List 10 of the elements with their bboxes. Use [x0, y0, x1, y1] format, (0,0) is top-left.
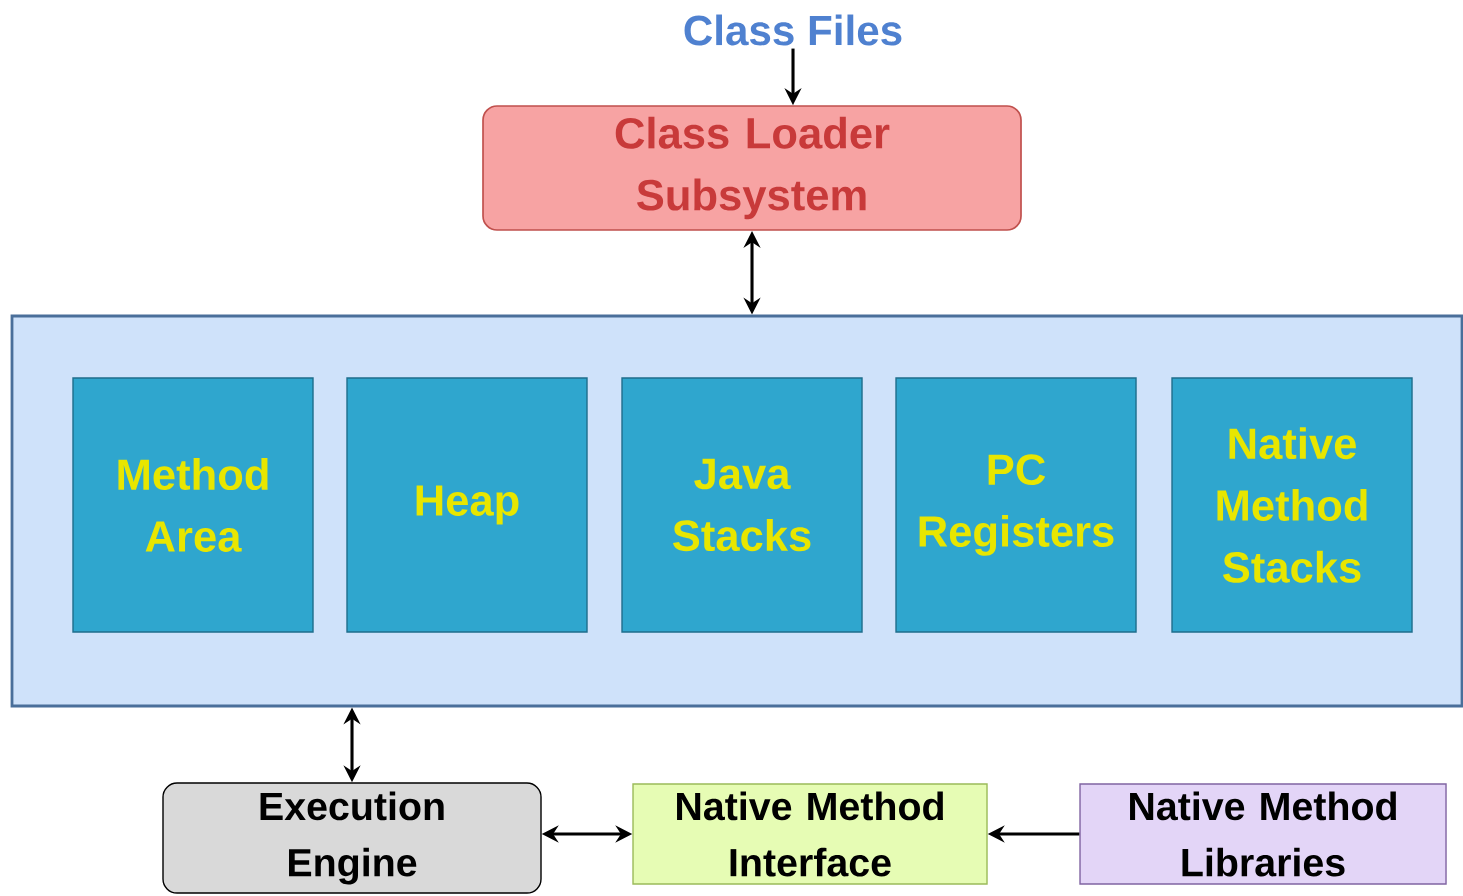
- memory-box: Java Stacks: [621, 377, 863, 633]
- loader-box: Class Loader Subsystem: [482, 105, 1022, 231]
- memory-box: Heap: [346, 377, 588, 633]
- interface-box: Native Method Interface: [632, 783, 988, 885]
- memory-box: Method Area: [72, 377, 314, 633]
- memory-box: PC Registers: [895, 377, 1137, 633]
- heading-text: Class Files: [684, 14, 902, 46]
- memory-box: Native Method Stacks: [1171, 377, 1413, 633]
- engine-box: Execution Engine: [162, 782, 542, 894]
- library-box: Native Method Libraries: [1079, 783, 1447, 885]
